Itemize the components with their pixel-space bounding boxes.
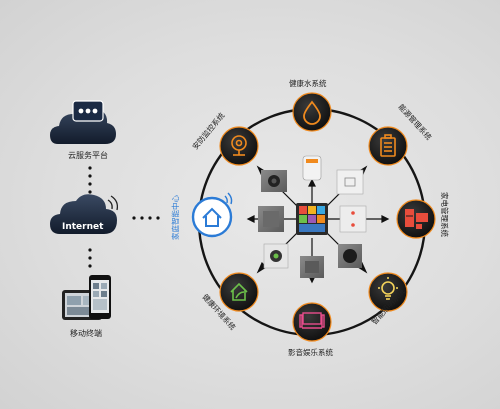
- environment-system-node: 健康环境系统: [201, 272, 259, 332]
- water-drop-icon: [303, 100, 321, 125]
- lighting-system-node: 智能照明系统: [368, 272, 408, 326]
- dotted-connector-horizontal: [132, 216, 160, 220]
- bulb-icon: [378, 277, 398, 300]
- signal-icon: [224, 192, 233, 205]
- cloud-server-icon: [50, 100, 116, 144]
- entertainment-system-label: 影音娱乐系统: [288, 347, 333, 357]
- device-bottom-switch: [300, 256, 324, 278]
- battery-icon: [380, 134, 396, 157]
- mobile-devices: 移动终端: [62, 275, 111, 338]
- central-control-panel: [296, 203, 328, 235]
- device-camera-panel: [261, 170, 287, 192]
- home-gateway-label: 家庭智能中心: [170, 195, 180, 240]
- device-socket-panel: [336, 169, 364, 195]
- appliance-system-label: 家电管理系统: [440, 192, 450, 237]
- security-system-node: 安防监控系统: [190, 110, 259, 166]
- cloud-platform-label: 云服务平台: [68, 150, 108, 160]
- wifi-icon: [107, 195, 119, 211]
- appliance-system-node: 家电管理系统: [396, 192, 450, 239]
- mobile-label: 移动终端: [70, 328, 102, 338]
- media-center-icon: [299, 312, 325, 329]
- internet-label: Internet: [62, 222, 104, 232]
- house-icon: [202, 207, 222, 227]
- center-hub: [246, 155, 390, 284]
- entertainment-system-node: 影音娱乐系统: [288, 302, 333, 357]
- water-system-label: 健康水系统: [289, 78, 327, 88]
- phone-icon: [89, 275, 111, 319]
- leaf-home-icon: [230, 282, 248, 301]
- appliance-icon: [405, 209, 428, 229]
- device-sensor-panel: [263, 243, 289, 269]
- cloud-platform: 云服务平台: [50, 100, 116, 160]
- internet-cloud: Internet: [50, 194, 119, 234]
- camera-icon: [231, 135, 247, 156]
- device-display-panel: [338, 244, 362, 268]
- device-dehumidifier: [302, 155, 322, 181]
- device-left-switch: [258, 206, 284, 232]
- water-system-node: 健康水系统: [289, 78, 332, 132]
- cloud-icon: [50, 194, 117, 234]
- home-gateway-node: 家庭智能中心: [170, 192, 233, 240]
- dotted-connector-vertical: [88, 166, 92, 268]
- device-right-switch: [339, 205, 367, 233]
- energy-system-node: 能源管理系统: [368, 102, 434, 166]
